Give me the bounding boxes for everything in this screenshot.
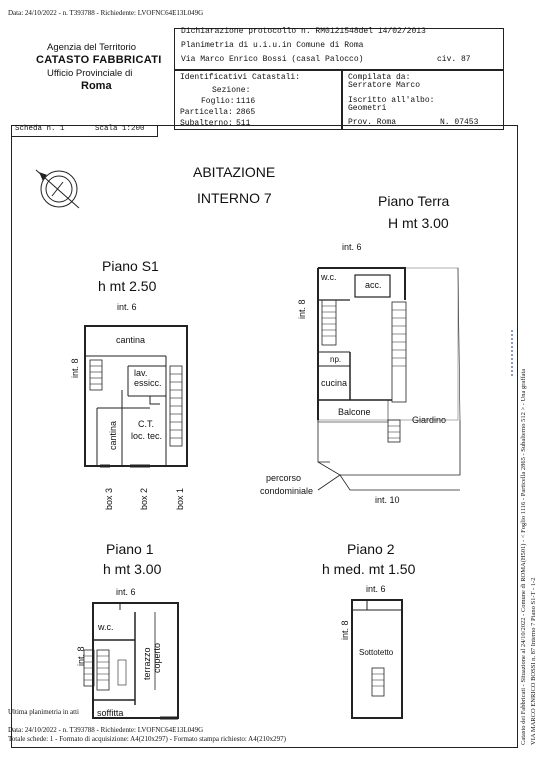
scheda-label: Scheda n. 1 bbox=[15, 125, 65, 133]
piano-s1-height: h mt 2.50 bbox=[98, 278, 157, 294]
piano-terra-title: Piano Terra bbox=[378, 193, 450, 209]
pt-int6-label: int. 6 bbox=[342, 242, 362, 252]
planimetria-text: Planimetria di u.i.u.in Comune di Roma bbox=[181, 41, 364, 50]
iscritto-label: Iscritto all'albo: bbox=[348, 96, 435, 105]
p1-int6-label: int. 6 bbox=[116, 587, 136, 597]
piano-2-height: h med. mt 1.50 bbox=[322, 561, 416, 577]
header-ident-box bbox=[174, 70, 342, 130]
pt-balcone-label: Balcone bbox=[338, 407, 371, 417]
compilata-label: Compilata da: bbox=[348, 73, 411, 82]
agency-line4: Roma bbox=[81, 80, 112, 92]
albo-value: Geometri bbox=[348, 104, 387, 113]
footer-ultima: Ultima planimetria in atti bbox=[8, 708, 79, 716]
agency-line1: Agenzia del Territorio bbox=[47, 42, 137, 53]
box3-label: box 3 bbox=[104, 487, 114, 510]
pt-acc-label: acc. bbox=[365, 280, 382, 290]
north-arrow-icon bbox=[35, 169, 80, 209]
pt-giardino-label: Giardino bbox=[412, 415, 447, 425]
pt-condominiale-label: condominiale bbox=[260, 486, 314, 496]
piano-s1-title: Piano S1 bbox=[102, 258, 159, 274]
pt-int8-label: int. 8 bbox=[297, 299, 307, 319]
header-compilata-box bbox=[342, 70, 504, 130]
foglio-value: 1116 bbox=[236, 97, 256, 106]
plan-title-1: ABITAZIONE bbox=[193, 164, 276, 180]
particella-label: Particella: bbox=[180, 108, 233, 117]
p1-soffitta-label: soffitta bbox=[97, 708, 124, 718]
sezione-label: Sezione: bbox=[212, 86, 251, 95]
plan-title-2: INTERNO 7 bbox=[197, 190, 272, 206]
box2-label: box 2 bbox=[139, 487, 149, 510]
plan-piano-s1 bbox=[84, 325, 188, 468]
pt-int10-label: int. 10 bbox=[375, 495, 400, 505]
p1-coperto-label: coperto bbox=[152, 642, 162, 673]
foglio-label: Foglio: bbox=[201, 97, 235, 106]
s1-essicc-label: essicc. bbox=[134, 378, 162, 388]
s1-lav-label: lav. bbox=[134, 368, 148, 378]
plan-piano-1 bbox=[83, 602, 179, 720]
numero-value: N. 07453 bbox=[440, 118, 479, 127]
p1-int8-label: int. 8 bbox=[76, 646, 86, 666]
p2-sottotetto-label: Sottotetto bbox=[359, 648, 394, 657]
p2-int6-label: int. 6 bbox=[366, 584, 386, 594]
agency-line2: CATASTO FABBRICATI bbox=[36, 54, 162, 66]
p1-wc-label: w.c. bbox=[98, 622, 114, 632]
plan-piano-terra bbox=[317, 267, 461, 491]
ident-title: Identificativi Catastali: bbox=[180, 73, 301, 82]
particella-value: 2865 bbox=[236, 108, 256, 117]
side-text-2: VIA MARCO ENRICO BOSSI n. 87 Interno 7 P… bbox=[530, 577, 537, 745]
box1-label: box 1 bbox=[175, 487, 185, 510]
footer-schede: Totale schede: 1 - Formato di acquisizio… bbox=[8, 735, 286, 743]
pt-percorso-label: percorso bbox=[266, 473, 302, 483]
s1-loctec-label: loc. tec. bbox=[131, 431, 163, 441]
s1-cantina-label: cantina bbox=[116, 335, 146, 345]
protocol-text: Dichiarazione protocollo n. RM0121548del… bbox=[181, 27, 426, 36]
top-stamp: Data: 24/10/2022 - n. T393788 - Richiede… bbox=[8, 9, 204, 17]
agency-line3: Ufficio Provinciale di bbox=[47, 68, 133, 79]
subalterno-label: Subalterno: bbox=[180, 119, 233, 128]
s1-cantina2-label: cantina bbox=[108, 420, 118, 450]
p2-int8-label: int. 8 bbox=[340, 620, 350, 640]
scala-label: Scala 1:200 bbox=[95, 125, 145, 133]
address-text: Via Marco Enrico Bossi (casal Palocco) bbox=[181, 55, 364, 64]
prov-value: Prov. Roma bbox=[348, 118, 397, 127]
p1-terrazzo-label: terrazzo bbox=[142, 647, 152, 680]
side-text-1: Catasto dei Fabbricati - Situazione al 2… bbox=[520, 368, 527, 745]
piano-2-title: Piano 2 bbox=[347, 541, 395, 557]
header-protocol-box bbox=[174, 28, 504, 70]
piano-1-title: Piano 1 bbox=[106, 541, 154, 557]
footer-stamp: Data: 24/10/2022 - n. T393788 - Richiede… bbox=[8, 726, 204, 734]
pt-cucina-label: cucina bbox=[321, 378, 348, 388]
piano-1-height: h mt 3.00 bbox=[103, 561, 162, 577]
pt-np-label: np. bbox=[330, 355, 342, 364]
compilata-nome: Serratore Marco bbox=[348, 81, 421, 90]
piano-terra-height: H mt 3.00 bbox=[388, 215, 449, 231]
s1-int8-label: int. 8 bbox=[70, 358, 80, 378]
plan-piano-2 bbox=[351, 599, 403, 719]
subalterno-value: 511 bbox=[236, 119, 251, 128]
drawing-frame bbox=[11, 125, 518, 748]
pt-wc-label: w.c. bbox=[321, 272, 337, 282]
scheda-box bbox=[11, 125, 158, 137]
s1-ct-label: C.T. bbox=[138, 419, 155, 429]
s1-int6-label: int. 6 bbox=[117, 302, 137, 312]
civ-text: civ. 87 bbox=[437, 55, 471, 64]
